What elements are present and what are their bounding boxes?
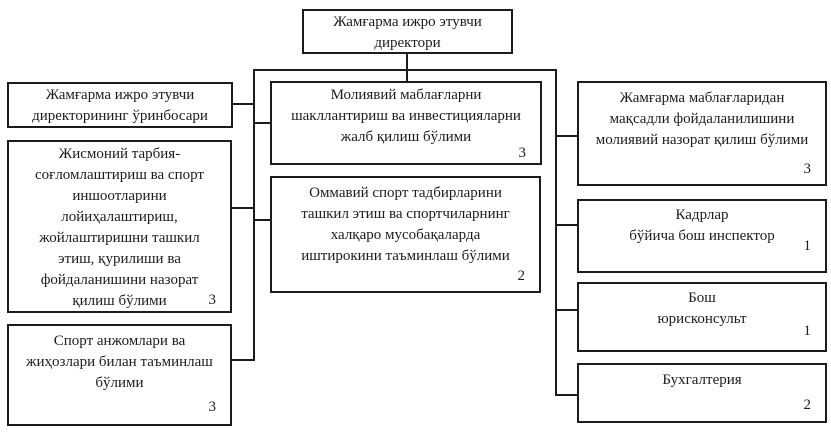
node-chief-legal-counsel: Бош юрисконсульт 1 [577, 282, 827, 352]
connector-stub-masssport [255, 219, 270, 221]
staff-count: 3 [208, 292, 217, 308]
connector-stub-finance [255, 122, 270, 124]
node-physical-education-department: Жисмоний тарбия- соғломлаштириш ва спорт… [7, 140, 232, 313]
node-executive-director-label: Жамғарма ижро этувчи директори [333, 14, 482, 51]
node-accounting-label: Бухгалтерия [662, 372, 742, 388]
staff-count: 2 [517, 268, 526, 284]
connector-stub-sportequip [232, 359, 253, 361]
node-deputy-director-label: Жамғарма ижро этувчи директорининг ўринб… [32, 87, 208, 124]
connector-stub-legal [557, 309, 577, 311]
node-financial-resources-label: Молиявий маблағларни шакллантириш ва инв… [291, 87, 521, 145]
staff-count: 3 [803, 161, 812, 177]
connector-stub-hr [557, 224, 577, 226]
connector-stub-deputy [233, 103, 253, 105]
node-sport-equipment-label: Спорт анжомлари ва жиҳозлари билан таъми… [26, 333, 213, 391]
node-executive-director: Жамғарма ижро этувчи директори [302, 9, 513, 54]
staff-count: 3 [518, 145, 527, 161]
node-chief-legal-counsel-label: Бош юрисконсульт [657, 290, 747, 327]
staff-count: 2 [803, 397, 812, 413]
connector-right-bracket [555, 69, 557, 396]
node-deputy-director: Жамғарма ижро этувчи директорининг ўринб… [7, 82, 233, 128]
connector-stub-physed [232, 207, 253, 209]
staff-count: 1 [803, 238, 812, 254]
node-physical-education-label: Жисмоний тарбия- соғломлаштириш ва спорт… [35, 146, 204, 309]
node-sport-equipment-department: Спорт анжомлари ва жиҳозлари билан таъми… [7, 324, 232, 426]
connector-stub-accounting [557, 394, 577, 396]
connector-director-drop [406, 53, 408, 81]
staff-count: 1 [803, 323, 812, 339]
node-mass-sport-events-department: Оммавий спорт тадбирларини ташкил этиш в… [270, 176, 541, 293]
node-financial-control-label: Жамғарма маблағларидан мақсадли фойдалан… [595, 90, 809, 148]
node-financial-control-department: Жамғарма маблағларидан мақсадли фойдалан… [577, 81, 827, 186]
node-chief-hr-inspector: Кадрлар бўйича бош инспектор 1 [577, 199, 827, 273]
connector-stub-fincontrol [557, 135, 577, 137]
node-chief-hr-inspector-label: Кадрлар бўйича бош инспектор [629, 207, 775, 244]
staff-count: 3 [208, 399, 217, 415]
node-accounting: Бухгалтерия 2 [577, 363, 827, 423]
node-financial-resources-department: Молиявий маблағларни шакллантириш ва инв… [270, 81, 542, 165]
connector-left-bracket [253, 69, 255, 361]
connector-top-horizontal [253, 69, 557, 71]
node-mass-sport-events-label: Оммавий спорт тадбирларини ташкил этиш в… [301, 185, 510, 264]
